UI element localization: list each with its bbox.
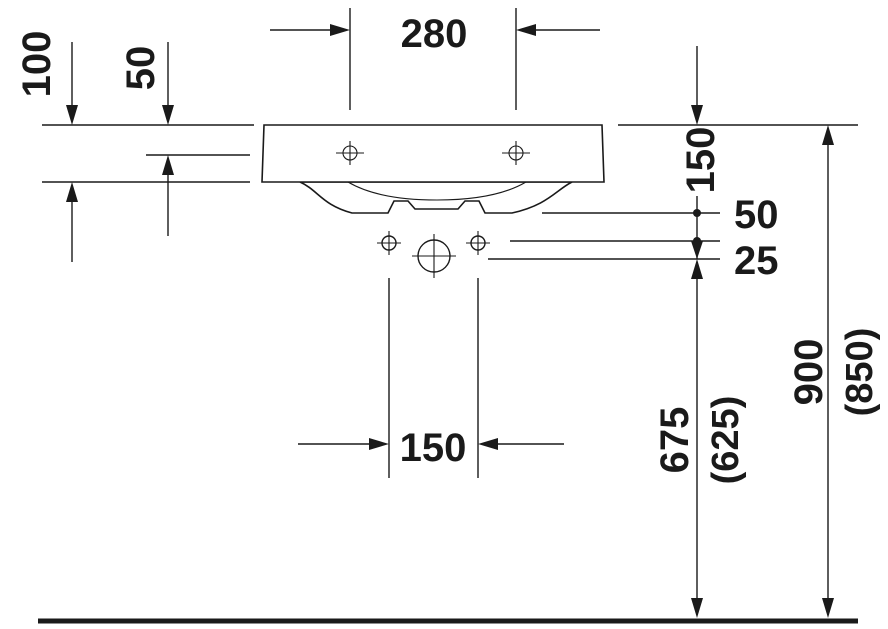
dimension-150-right: 150	[679, 46, 723, 193]
dimension-150-bottom-label: 150	[400, 426, 467, 470]
supply-left	[377, 231, 401, 255]
dimension-625-label: (625)	[705, 396, 747, 485]
basin-inner-curve	[347, 181, 527, 201]
dimension-675: 675 (625)	[653, 259, 747, 618]
tap-hole-left	[336, 141, 364, 165]
basin-top-slab	[261, 124, 605, 183]
dimension-25-supply-label: 25	[734, 239, 779, 283]
tap-hole-right	[502, 141, 530, 165]
dimension-150-right-label: 150	[679, 127, 723, 194]
dimension-150-bottom: 150	[298, 278, 564, 478]
dimension-100: 100	[15, 31, 78, 262]
basin-bowl-outline	[299, 181, 573, 214]
dimension-50-overflow-label: 50	[119, 46, 163, 91]
dimension-chain-right: 50 25	[488, 193, 779, 283]
dimension-50-overflow: 50	[119, 42, 174, 236]
dimension-280-label: 280	[401, 12, 468, 56]
dimension-675-label: 675	[653, 407, 697, 474]
dimension-850-label: (850)	[839, 328, 881, 417]
dimension-100-label: 100	[15, 31, 59, 98]
dimension-900-label: 900	[787, 339, 831, 406]
dimension-280: 280	[270, 8, 600, 110]
dimension-900: 900 (850)	[787, 125, 881, 618]
dimension-50-drain-label: 50	[734, 193, 779, 237]
drain-outlet	[412, 234, 456, 278]
supply-right	[466, 231, 490, 255]
washbasin-body	[261, 124, 605, 214]
